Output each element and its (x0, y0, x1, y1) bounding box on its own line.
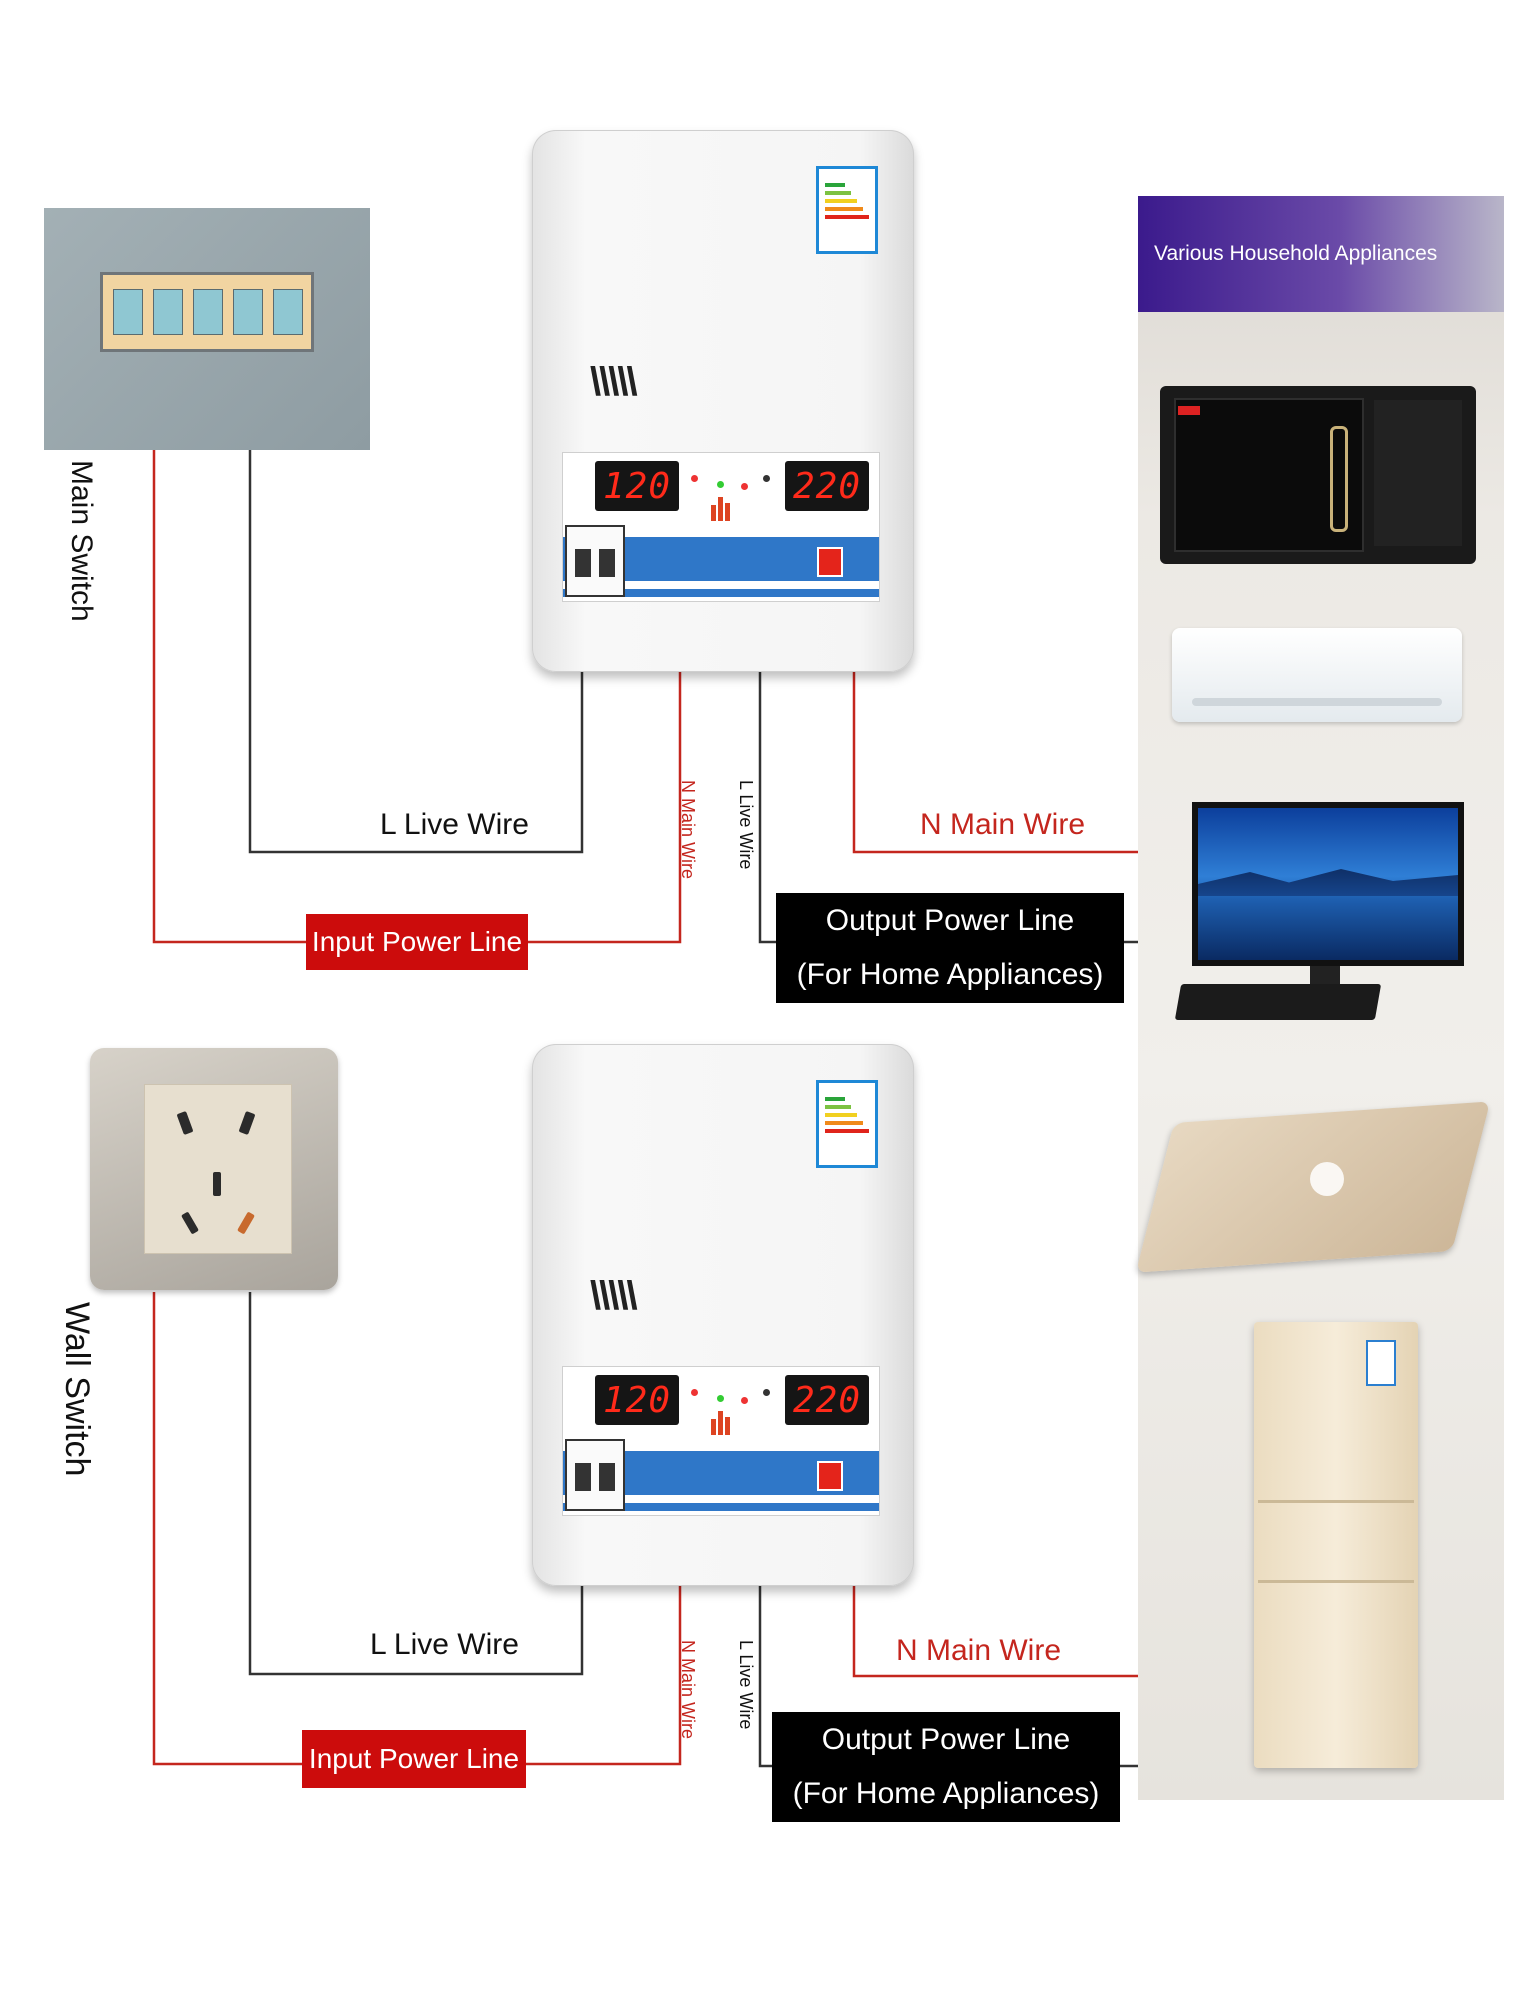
indicator-led (691, 1389, 698, 1396)
bottom-neutral-out-wire (852, 1586, 1138, 1678)
microwave-image (1160, 386, 1476, 564)
top-output-power-line-box: Output Power Line (For Home Appliances) (776, 893, 1124, 1003)
energy-label-icon (816, 1080, 878, 1168)
vent-slots-icon: \\\\\ (590, 1274, 638, 1318)
microwave-badge (1178, 406, 1200, 415)
socket-slot (237, 1211, 255, 1235)
vent-slots-icon: \\\\\ (590, 360, 638, 404)
bottom-live-wire-out-label: L Live Wire (736, 1640, 756, 1730)
fridge-energy-label (1366, 1340, 1396, 1386)
power-button[interactable] (817, 547, 843, 577)
top-live-wire-in-label: L Live Wire (380, 808, 529, 841)
breaker-icon (153, 289, 183, 335)
bottom-input-power-line-box: Input Power Line (302, 1730, 526, 1788)
wall-socket-image (90, 1048, 338, 1290)
output-box-line2: (For Home Appliances) (792, 1777, 1100, 1810)
fridge-door-seam (1258, 1580, 1414, 1583)
bottom-live-in-wire (248, 1292, 584, 1676)
energy-label-icon (816, 166, 878, 254)
bottom-output-power-line-box: Output Power Line (For Home Appliances) (772, 1712, 1120, 1822)
breaker-switch[interactable] (575, 549, 591, 577)
output-box-line1: Output Power Line (821, 1723, 1071, 1756)
top-neutral-out-wire (852, 672, 1138, 854)
refrigerator-image (1254, 1322, 1418, 1768)
bottom-neutral-out-label: N Main Wire (896, 1634, 1062, 1667)
input-voltage-display: 120 (595, 1375, 679, 1425)
breaker-switch[interactable] (575, 1463, 591, 1491)
top-neutral-in-label: N Main Wire (678, 780, 698, 880)
apple-logo-icon (1310, 1162, 1344, 1196)
socket-plate (144, 1084, 292, 1254)
input-breaker[interactable] (565, 1439, 625, 1511)
power-button[interactable] (817, 1461, 843, 1491)
breaker-icon (193, 289, 223, 335)
bottom-live-wire-in-label: L Live Wire (370, 1628, 519, 1661)
socket-slot (176, 1110, 194, 1136)
top-neutral-out-label: N Main Wire (920, 808, 1086, 841)
footer-stripe (563, 1503, 879, 1511)
fridge-door-seam (1258, 1500, 1414, 1503)
indicator-led (717, 1395, 724, 1402)
indicator-led (741, 483, 748, 490)
indicator-led (691, 475, 698, 482)
brand-logo-icon (711, 1411, 730, 1435)
bottom-neutral-in-label: N Main Wire (678, 1640, 698, 1740)
output-voltage-display: 220 (785, 1375, 869, 1425)
input-breaker[interactable] (565, 525, 625, 597)
top-live-in-wire (248, 450, 584, 854)
output-voltage-display: 220 (785, 461, 869, 511)
footer-stripe (563, 589, 879, 597)
socket-slot (213, 1172, 221, 1196)
breaker-icon (233, 289, 263, 335)
top-input-power-line-box: Input Power Line (306, 914, 528, 970)
socket-slot (181, 1211, 199, 1235)
output-box-line1: Output Power Line (825, 904, 1075, 937)
socket-slot (238, 1110, 256, 1136)
output-box-line2: (For Home Appliances) (796, 958, 1104, 991)
indicator-led (717, 481, 724, 488)
brand-logo-icon (711, 497, 730, 521)
indicator-led (763, 1389, 770, 1396)
breaker-switch[interactable] (599, 549, 615, 577)
air-conditioner-image (1172, 628, 1462, 722)
top-live-wire-out-label: L Live Wire (736, 780, 756, 870)
microwave-keypad (1374, 400, 1462, 546)
input-voltage-display: 120 (595, 461, 679, 511)
control-panel: 120 220 (562, 452, 880, 602)
monitor-image (1192, 802, 1464, 966)
air-conditioner-vent (1192, 698, 1442, 706)
indicator-led (741, 1397, 748, 1404)
appliances-panel-title: Various Household Appliances (1138, 196, 1504, 312)
breaker-window (100, 272, 314, 352)
breaker-icon (113, 289, 143, 335)
indicator-led (763, 475, 770, 482)
breaker-switch[interactable] (599, 1463, 615, 1491)
control-panel: 120 220 (562, 1366, 880, 1516)
breaker-icon (273, 289, 303, 335)
voltage-stabilizer-bottom: \\\\\ 120 220 (532, 1044, 914, 1586)
microwave-handle (1330, 426, 1348, 532)
wall-switch-label: Wall Switch (58, 1302, 96, 1477)
main-switch-label: Main Switch (65, 460, 98, 622)
main-switch-panel-image (44, 208, 370, 450)
voltage-stabilizer-top: \\\\\ 120 220 (532, 130, 914, 672)
